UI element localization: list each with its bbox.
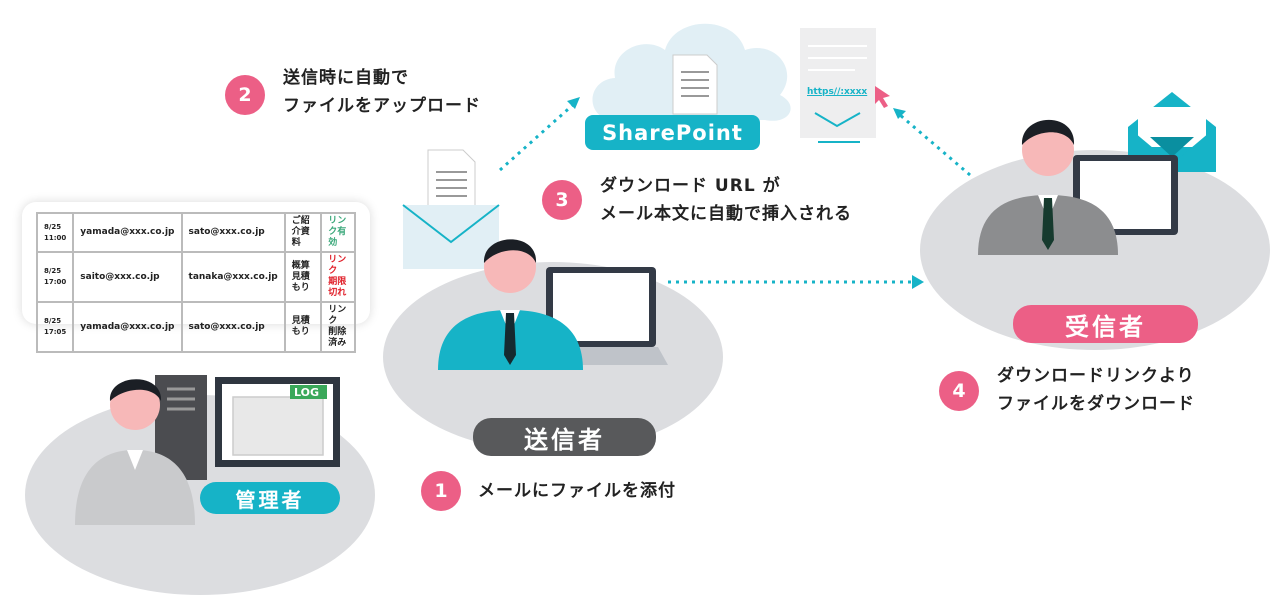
admin-label: 管理者 [200,482,340,514]
envelope-with-file-icon [402,149,500,269]
step-2-text: 送信時に自動で ファイルをアップロード [283,68,481,116]
cloud-icon [592,23,791,121]
step-3-text: ダウンロード URL が メール本文に自動で挿入される [600,176,852,224]
sender-label: 送信者 [473,418,656,456]
arrow-download [893,108,971,177]
step-4-text: ダウンロードリンクより ファイルをダウンロード [997,366,1195,414]
step-1-badge: 1 [421,471,461,511]
sharepoint-label: SharePoint [585,115,760,150]
admin-person [75,375,340,525]
step-2-badge: 2 [225,75,265,115]
download-url: https//:xxxx [807,87,868,97]
status: リンク有効 [320,212,356,253]
email-document-icon [800,28,890,143]
receiver-label: 受信者 [1013,305,1198,343]
step-1-text: メールにファイルを添付 [478,481,676,501]
status: リンク 期限切れ [320,251,356,303]
arrow-upload [499,97,580,172]
step-4-badge: 4 [939,371,979,411]
step-3-badge: 3 [542,180,582,220]
status: リンク 削除済み [320,301,356,353]
sender-person [438,239,668,370]
log-badge: LOG [294,386,319,399]
arrow-send [668,275,924,289]
receiver-person [978,119,1178,255]
